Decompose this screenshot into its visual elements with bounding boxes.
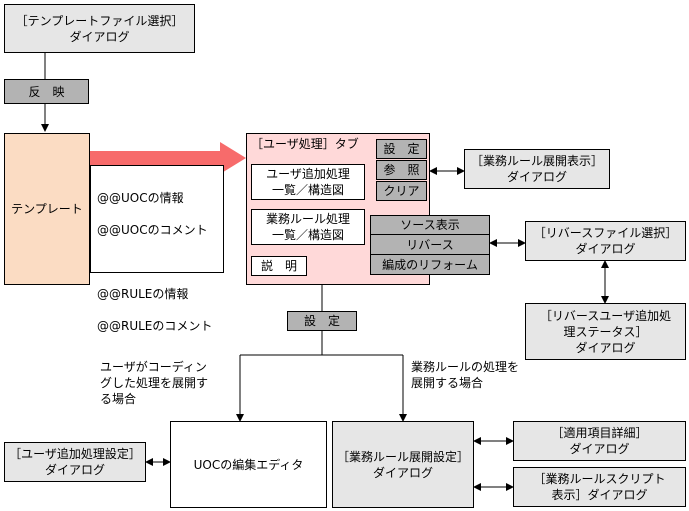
template-info-box: @@UOCの情報 @@UOCのコメント @@RULEの情報 @@RULEのコメン… — [90, 165, 224, 333]
reverse-user-status-dialog: ［リバースユーザ追加処 理ステータス］ ダイアログ — [525, 303, 686, 360]
user-add-list-button[interactable]: ユーザ追加処理 一覧／構造図 — [251, 164, 365, 200]
clear-button[interactable]: クリア — [376, 181, 427, 201]
reverse-file-select-dialog: ［リバースファイル選択］ ダイアログ — [525, 221, 686, 261]
rule-expand-setting-dialog: ［業務ルール展開設定］ ダイアログ — [332, 421, 474, 508]
reverse-button[interactable]: リバース — [370, 234, 490, 255]
explanation-button[interactable]: 説 明 — [251, 256, 307, 276]
template-info-line: @@RULEのコメント — [97, 319, 213, 333]
user-add-setting-dialog: ［ユーザ追加処理設定］ ダイアログ — [4, 442, 146, 482]
uoc-edit-editor: UOCの編集エディタ — [170, 421, 327, 508]
setting-button[interactable]: 設 定 — [287, 311, 357, 331]
template-info-list: @@UOCの情報 @@UOCのコメント @@RULEの情報 @@RULEのコメン… — [97, 174, 212, 350]
source-display-button[interactable]: ソース表示 — [370, 215, 490, 235]
reform-button[interactable]: 編成のリフォーム — [370, 254, 490, 275]
reflect-button[interactable]: 反 映 — [4, 79, 89, 104]
set-button[interactable]: 設 定 — [376, 139, 427, 159]
note-user-coded: ユーザがコーディン グした処理を展開す る場合 — [100, 360, 209, 406]
template-info-line: @@UOCのコメント — [97, 223, 208, 237]
template-info-line: @@RULEの情報 — [97, 287, 189, 301]
business-rule-list-button[interactable]: 業務ルール処理 一覧／構造図 — [251, 209, 365, 245]
apply-item-detail-dialog: ［適用項目詳細］ ダイアログ — [513, 421, 686, 461]
template-file-select-dialog: ［テンプレートファイル選択］ ダイアログ — [4, 4, 195, 53]
template-info-line — [97, 254, 212, 270]
tab-title: ［ユーザ処理］タブ — [251, 137, 359, 151]
template-info-line: @@UOCの情報 — [97, 191, 184, 205]
rule-script-display-dialog: ［業務ルールスクリプト 表示］ダイアログ — [513, 467, 686, 507]
big-arrow-to-user-tab — [90, 142, 246, 174]
ref-button[interactable]: 参 照 — [376, 160, 427, 180]
rule-expand-display-dialog: ［業務ルール展開表示］ ダイアログ — [464, 149, 610, 189]
note-business-rule: 業務ルールの処理を 展開する場合 — [411, 360, 520, 390]
template-box: テンプレート — [4, 133, 90, 285]
